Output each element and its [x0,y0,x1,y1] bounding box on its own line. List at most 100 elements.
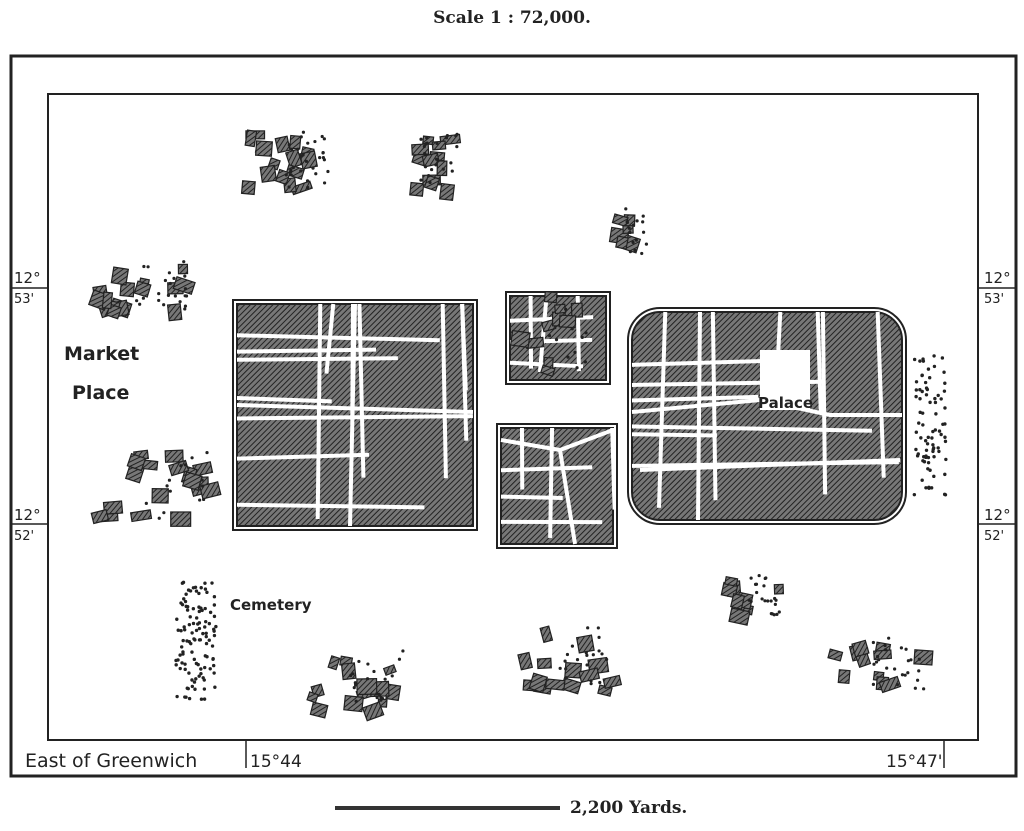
dot [583,360,587,364]
dot [422,144,426,149]
dot [183,274,187,278]
dot [931,449,935,454]
outer-frame [9,54,1018,778]
dot [212,614,217,619]
hut [126,452,147,472]
dot [199,586,203,590]
longitude-right: 15°47' [886,752,942,772]
dot [430,167,434,172]
dot [943,435,947,439]
dot [922,460,927,464]
dot [187,622,192,627]
dot [212,603,217,607]
dot [185,605,190,609]
city-blocks [232,291,907,549]
east-dots [912,354,948,497]
hut [327,655,341,671]
street [315,303,323,519]
longitude-left: 15°44 [250,752,302,772]
village-4 [87,260,196,322]
dot [183,662,187,666]
hut [575,634,595,654]
street [875,311,886,478]
dot [597,649,601,653]
dot [203,581,207,585]
hut [827,648,844,662]
dot [366,662,370,666]
cemetery-dots [174,580,218,701]
dot [634,238,638,242]
dot [924,455,928,460]
dot [201,484,205,488]
dot [211,663,216,668]
dot [584,651,588,655]
label-cemetery: Cemetery [230,596,312,614]
dot [167,271,171,275]
dot [182,628,187,632]
dot [191,607,196,611]
dot [914,430,919,434]
hut [170,511,192,527]
dot [940,356,945,360]
dot [932,364,937,369]
dot [927,486,931,490]
hut [558,314,577,329]
dot [182,597,186,601]
dot [187,696,192,701]
street [696,311,702,521]
dot [190,650,194,654]
dot [627,226,631,230]
hut [509,329,531,349]
hut [168,459,190,477]
dot [194,628,199,633]
dot [635,219,639,223]
hut [309,701,329,719]
hut [340,662,357,681]
dot [202,687,207,691]
dot [194,677,198,681]
dot [914,447,918,452]
dot [450,169,454,173]
dot [628,230,632,235]
street [631,432,717,438]
dot [214,624,218,629]
dot [174,663,178,667]
hut [172,275,196,295]
latitude-upper-min-right: 53' [984,292,1004,307]
dot [749,576,753,580]
dot [194,616,199,620]
hut [409,181,425,197]
dot [871,640,875,645]
dot [605,657,609,662]
dot [204,619,208,624]
hut [421,152,441,168]
street [500,465,593,473]
dot [201,631,205,636]
dot [921,357,925,361]
dot [925,387,930,392]
dot [944,457,948,462]
dot [899,646,903,650]
dot [755,590,759,595]
dot [357,659,361,664]
dot [178,666,182,671]
dot [390,674,394,678]
dot [943,493,948,497]
hut [274,135,291,154]
dot [173,294,177,298]
dot [141,296,145,300]
dot [313,139,317,144]
dot [449,161,453,165]
dot [883,648,887,652]
dot [930,436,934,440]
dot [372,669,376,674]
dot [190,456,194,460]
dot [197,609,201,614]
dot [939,397,943,401]
dot [210,581,214,585]
dot [212,627,216,632]
palace-quarter [627,307,907,525]
hut [913,649,934,666]
dot [936,446,940,450]
dot [284,173,288,177]
